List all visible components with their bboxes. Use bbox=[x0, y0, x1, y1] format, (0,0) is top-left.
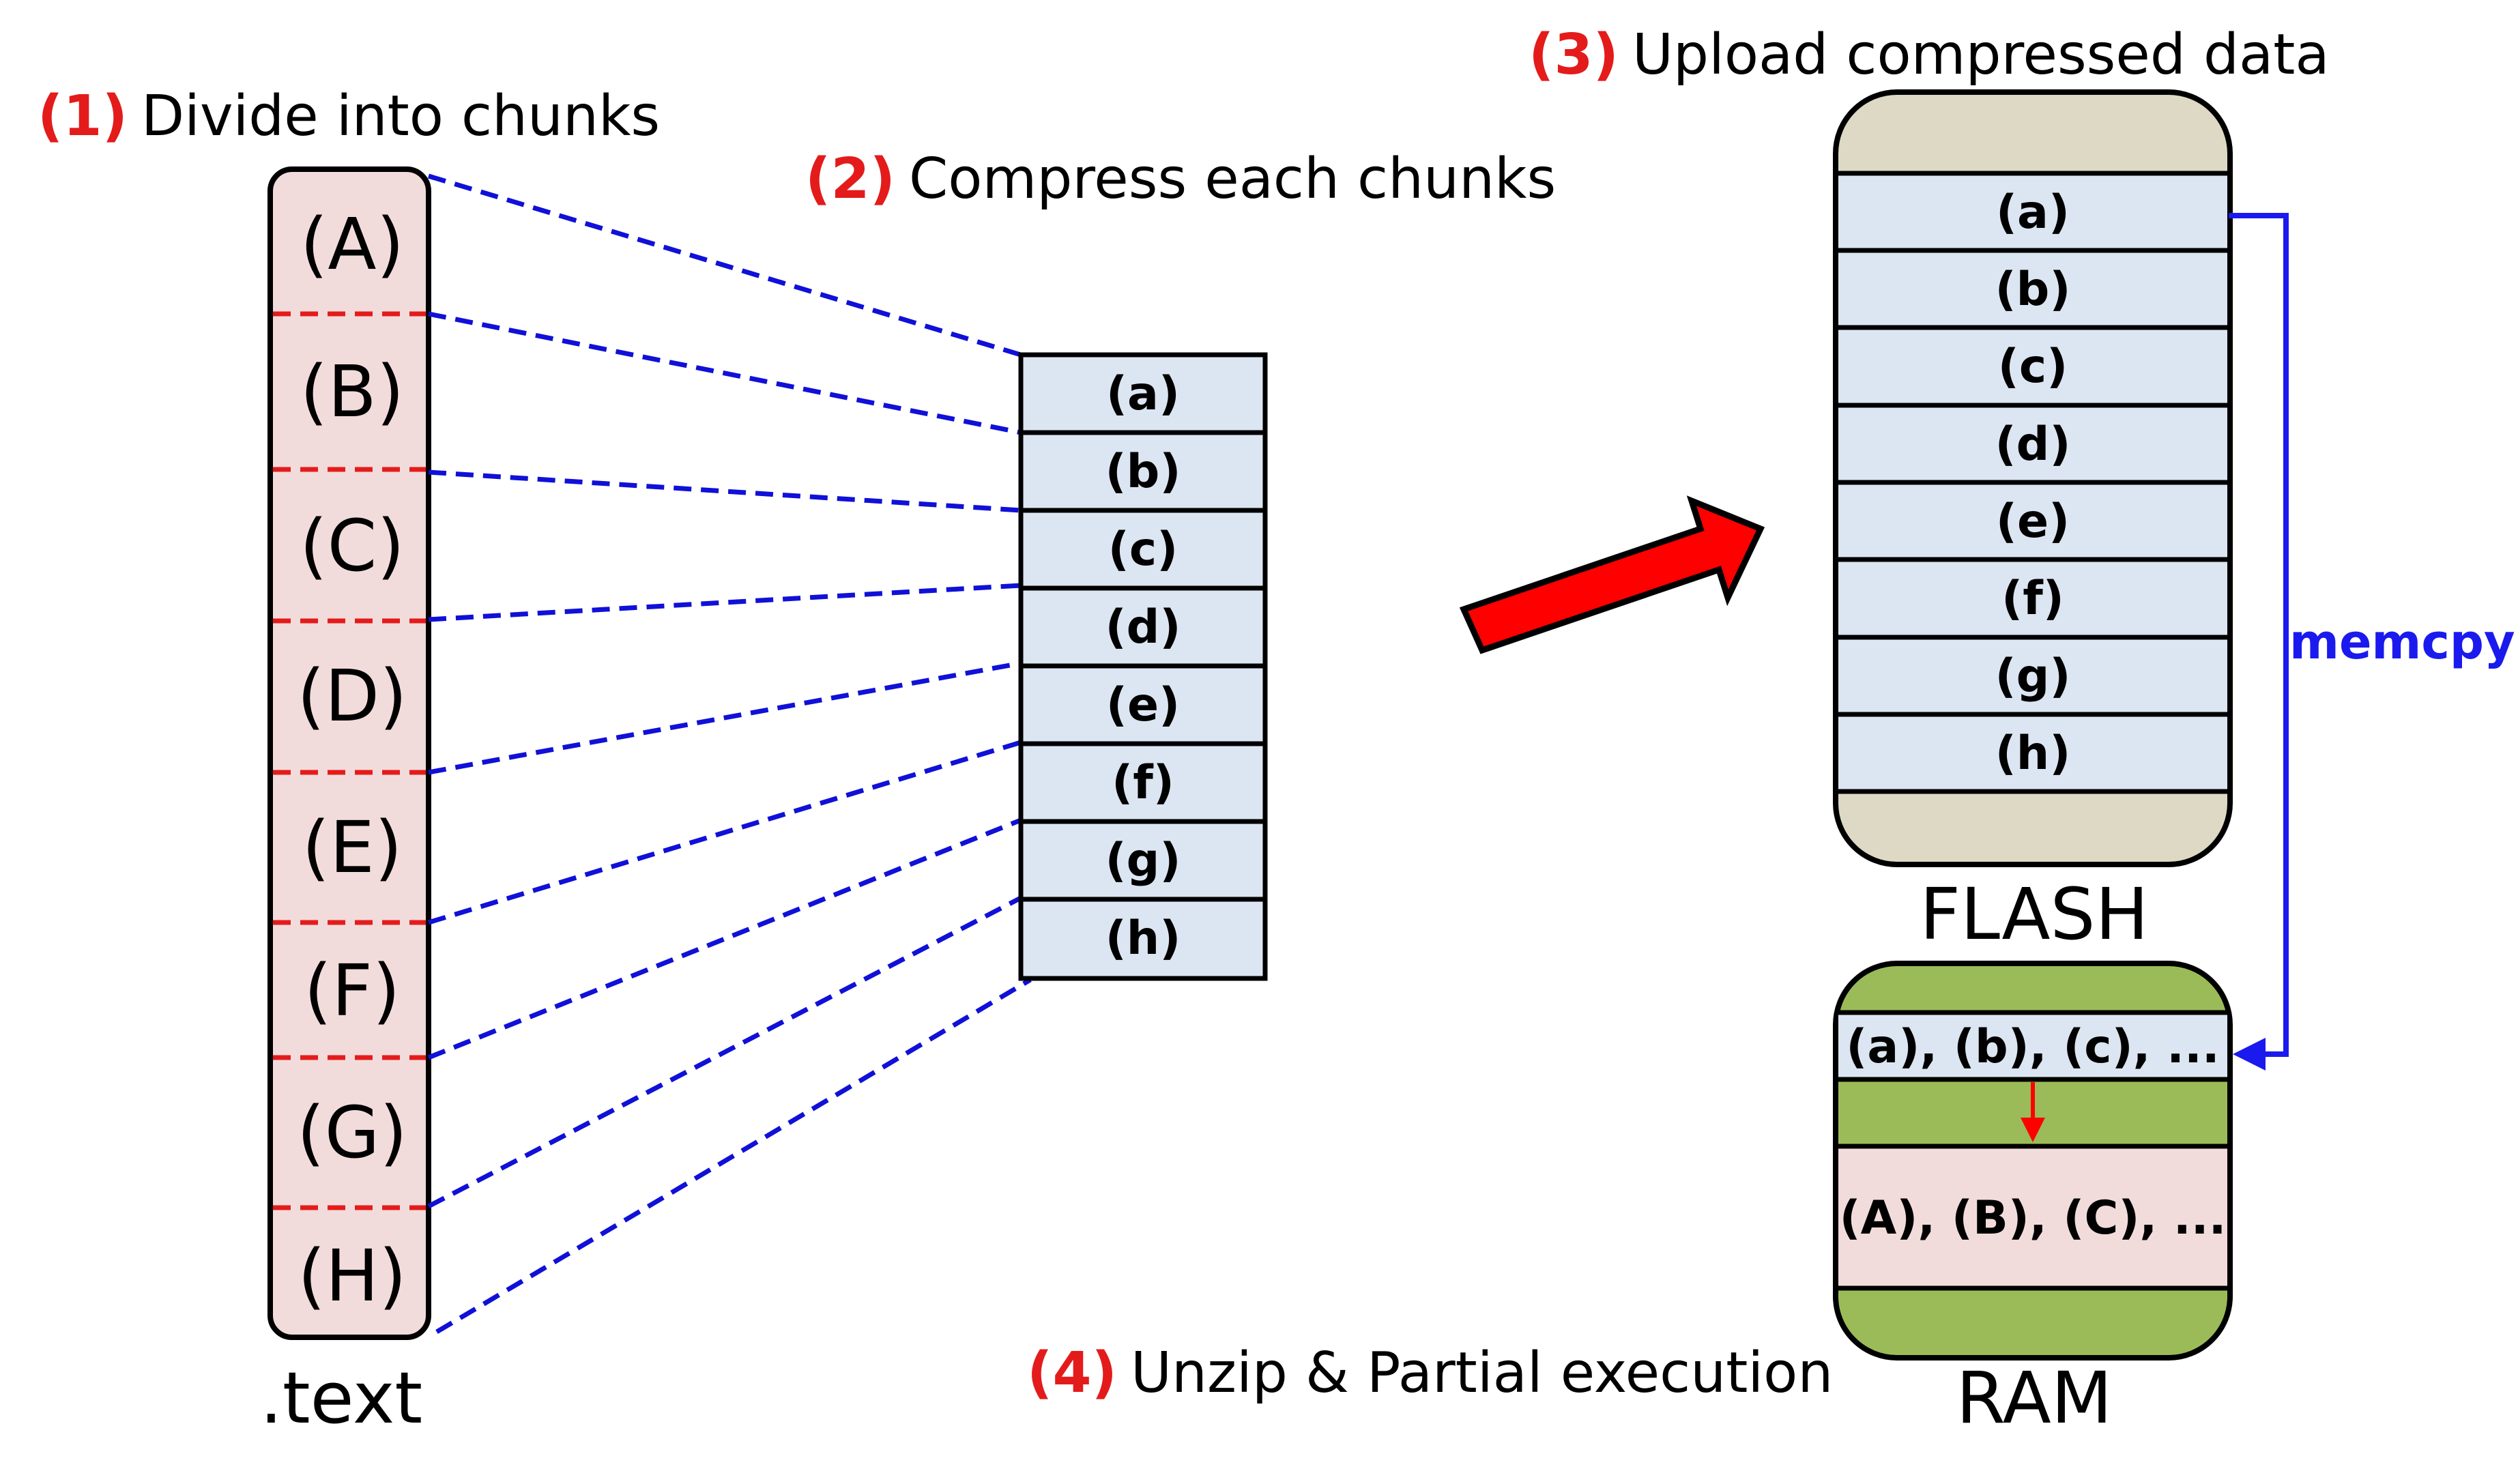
ram-decompressed-row bbox=[1838, 1146, 2227, 1288]
mapping-line bbox=[427, 817, 1022, 1060]
mapping-line bbox=[428, 660, 1022, 775]
step-1-number: (1) bbox=[38, 84, 128, 149]
compressed-chunk-h: (h) bbox=[1105, 912, 1181, 965]
flash-chunk-e: (e) bbox=[1996, 495, 2070, 549]
ram-compressed-row bbox=[1838, 1013, 2227, 1079]
compressed-chunk-b: (b) bbox=[1105, 445, 1181, 499]
step-2-label: (2)Compress each chunks bbox=[805, 147, 1556, 212]
flash-chunk-b: (b) bbox=[1995, 263, 2071, 317]
mapping-line bbox=[435, 977, 1032, 1335]
ram-decompressed-text: (A), (B), (C), ... bbox=[1840, 1191, 2227, 1245]
mapping-line bbox=[428, 469, 1022, 513]
text-chunk-h: (H) bbox=[298, 1234, 406, 1318]
step-3-text: Upload compressed data bbox=[1632, 23, 2330, 87]
text-section: (A) (B) (C) (D) (E) (F) (G) (H) .text bbox=[260, 166, 431, 1440]
flash-chunk-f: (f) bbox=[2001, 572, 2064, 626]
step-2-number: (2) bbox=[805, 147, 895, 212]
memcpy-label: memcpy bbox=[2289, 614, 2515, 670]
compressed-chunk-a: (a) bbox=[1106, 367, 1180, 421]
mapping-line bbox=[427, 895, 1022, 1209]
mapping-line bbox=[428, 311, 1022, 435]
compressed-chunk-f: (f) bbox=[1112, 756, 1174, 810]
memcpy-arrow bbox=[2229, 213, 2289, 1071]
compressed-chunk-c: (c) bbox=[1108, 523, 1178, 577]
step-3-label: (3)Upload compressed data bbox=[1529, 23, 2330, 87]
flash-label: FLASH bbox=[1920, 873, 2149, 956]
compressed-chunks: (a) (b) (c) (d) (e) (f) (g) (h) bbox=[1018, 352, 1268, 981]
flash-chunk-a: (a) bbox=[1996, 186, 2070, 239]
flash-memory: (a) (b) (c) (d) (e) (f) (g) (h) FLASH bbox=[1833, 89, 2233, 956]
step-1-label: (1)Divide into chunks bbox=[38, 84, 660, 149]
flash-chunk-d: (d) bbox=[1995, 418, 2071, 471]
text-chunk-f: (F) bbox=[304, 949, 401, 1032]
step-2-text: Compress each chunks bbox=[909, 147, 1556, 212]
step-4-label: (4)Unzip & Partial execution bbox=[1027, 1341, 1833, 1406]
upload-arrow-icon bbox=[1459, 495, 1765, 654]
text-chunk-e: (E) bbox=[302, 806, 403, 889]
text-chunk-b: (B) bbox=[300, 350, 405, 433]
step-4-number: (4) bbox=[1027, 1341, 1117, 1406]
compressed-chunk-e: (e) bbox=[1106, 678, 1180, 732]
flash-chunk-h: (h) bbox=[1995, 727, 2071, 781]
text-chunk-g: (G) bbox=[297, 1091, 407, 1174]
flash-chunk-g: (g) bbox=[1995, 650, 2071, 703]
ram-memory: (a), (b), (c), ... (A), (B), (C), ... RA… bbox=[1833, 961, 2233, 1440]
compressed-chunk-g: (g) bbox=[1105, 834, 1181, 888]
flash-chunk-c: (c) bbox=[1998, 340, 2068, 394]
text-chunk-c: (C) bbox=[300, 504, 405, 587]
step-3-number: (3) bbox=[1529, 23, 1619, 87]
mapping-line bbox=[428, 583, 1022, 622]
step-1-text: Divide into chunks bbox=[141, 84, 660, 149]
ram-label: RAM bbox=[1956, 1356, 2113, 1440]
text-chunk-d: (D) bbox=[297, 654, 407, 738]
mapping-line bbox=[427, 173, 1022, 358]
compressed-chunk-d: (d) bbox=[1105, 600, 1181, 654]
text-chunk-a: (A) bbox=[300, 203, 404, 286]
step-4-text: Unzip & Partial execution bbox=[1131, 1341, 1833, 1406]
mapping-line bbox=[427, 740, 1022, 925]
text-section-label: .text bbox=[260, 1356, 422, 1440]
ram-compressed-text: (a), (b), (c), ... bbox=[1846, 1020, 2219, 1074]
chunk-mapping-lines bbox=[427, 173, 1032, 1335]
text-section-box bbox=[267, 166, 431, 1340]
